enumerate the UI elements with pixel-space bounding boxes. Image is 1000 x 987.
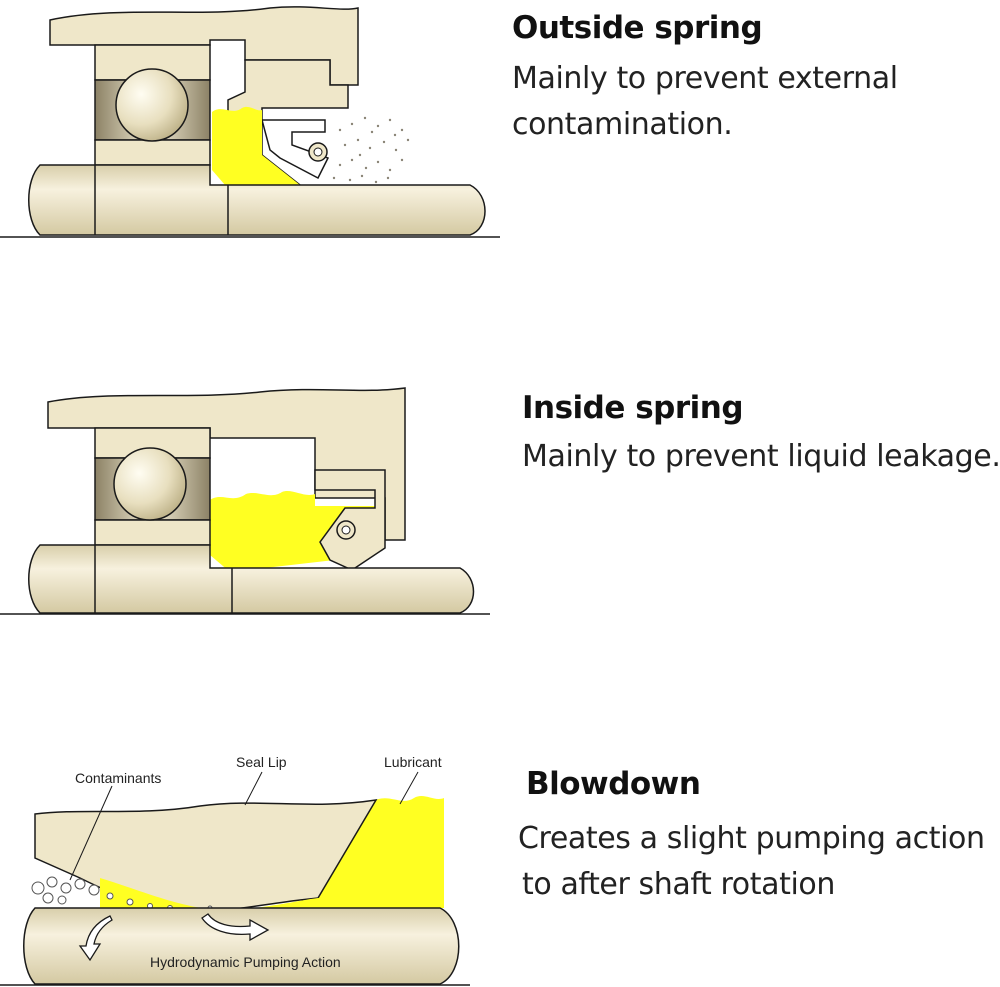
bearing-inner — [94, 519, 211, 546]
section-line: Mainly to prevent liquid leakage. — [522, 439, 1000, 474]
shaft — [23, 907, 460, 985]
lubricant — [212, 106, 300, 185]
pumping-arrow-right — [201, 913, 270, 942]
shaft — [28, 544, 475, 614]
blowdown-diagram: Contaminants Seal Lip Lubricant Hydrodyn… — [0, 754, 470, 986]
label-lubricant: Lubricant — [384, 754, 442, 770]
section-line: to after shaft rotation — [522, 867, 835, 902]
inside-spring-diagram — [0, 387, 490, 615]
bearing-ball — [113, 447, 187, 521]
pumping-arrow-left — [78, 915, 113, 962]
label-contaminants: Contaminants — [75, 770, 161, 786]
lubricant — [318, 796, 444, 898]
section-line: Mainly to prevent external — [512, 61, 898, 96]
bearing-inner — [94, 139, 211, 166]
section-line: Creates a slight pumping action — [518, 821, 985, 856]
bearing-outer — [94, 427, 211, 459]
section-line: contamination. — [512, 107, 733, 142]
label-pumping-action: Hydrodynamic Pumping Action — [150, 954, 341, 970]
section-title-inside-spring: Inside spring — [522, 390, 744, 426]
contamination-particles — [332, 116, 410, 184]
outside-spring-diagram — [0, 6, 500, 238]
label-seal-lip: Seal Lip — [236, 754, 287, 770]
seal-case — [314, 469, 386, 571]
shaft — [28, 164, 486, 236]
section-title-blowdown: Blowdown — [526, 766, 701, 802]
bearing-ball — [115, 68, 189, 142]
section-title-outside-spring: Outside spring — [512, 10, 763, 46]
